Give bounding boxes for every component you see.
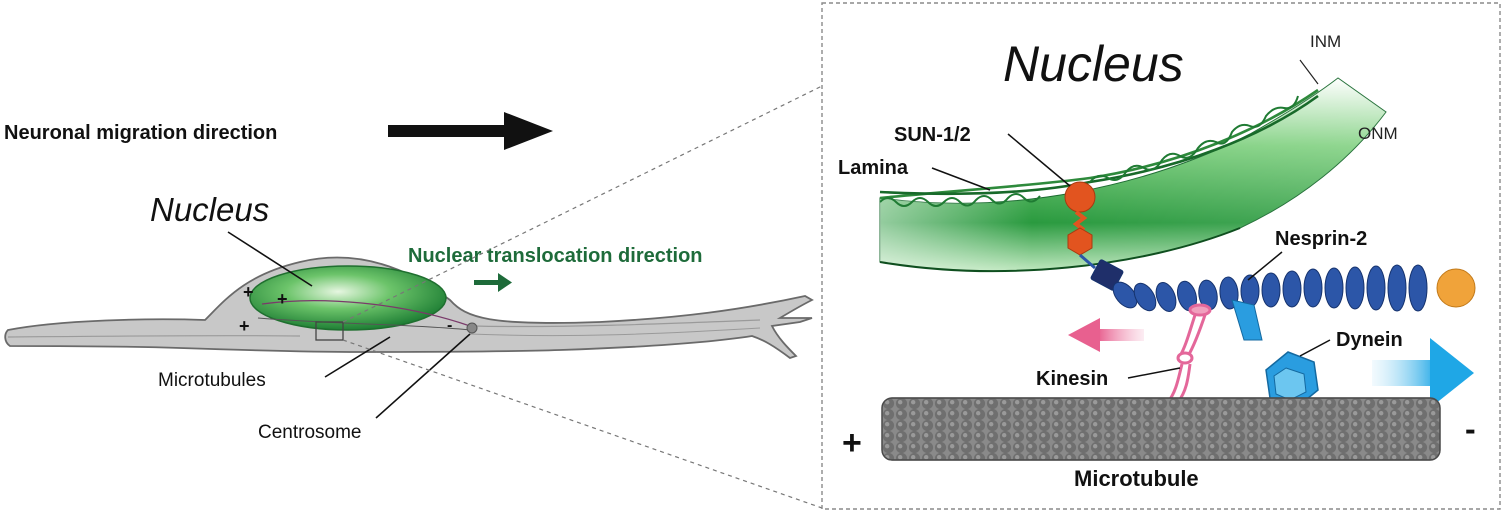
microtubule-label: Microtubule xyxy=(1074,466,1199,491)
migration-arrow xyxy=(388,112,553,150)
inset-nucleus-title: Nucleus xyxy=(1003,36,1184,92)
kinesin-label: Kinesin xyxy=(1036,368,1108,390)
inm-leader-line xyxy=(1299,59,1319,85)
lamina-label: Lamina xyxy=(838,157,909,179)
dynein-leader-line xyxy=(1299,339,1331,357)
inm-label: INM xyxy=(1310,32,1341,51)
nesprin-label: Nesprin-2 xyxy=(1275,228,1367,250)
nesprin-leader-line xyxy=(1247,251,1283,281)
microtubules-label: Microtubules xyxy=(158,370,266,391)
microtubule-minus-end: - xyxy=(1465,411,1476,447)
kinesin-leader-line xyxy=(1127,367,1181,379)
nucleus-shape xyxy=(249,265,447,331)
nesprin-chain xyxy=(1090,259,1428,312)
microtubule-plus-end: + xyxy=(842,424,862,462)
sun-label: SUN-1/2 xyxy=(894,124,971,146)
translocation-arrow xyxy=(474,273,512,292)
lamina-filament xyxy=(879,88,1319,207)
migration-direction-label: Neuronal migration direction xyxy=(4,122,277,144)
centrosome-label: Centrosome xyxy=(258,422,362,443)
sun-leader-line xyxy=(1007,133,1071,187)
inset-region-box xyxy=(315,321,344,341)
translocation-direction-label: Nuclear translocation direction xyxy=(408,245,703,267)
plus-sign: + xyxy=(277,289,288,309)
onm-label: ONM xyxy=(1358,124,1398,143)
nucleus-leader-line xyxy=(227,231,313,287)
nesprin-end-cap xyxy=(1436,268,1476,308)
plus-sign: + xyxy=(239,316,250,336)
left-panel: Neuronal migration direction + + + - Nuc… xyxy=(4,85,823,509)
microtubules-leader-line xyxy=(324,336,391,378)
kinesin-direction-arrow xyxy=(1068,318,1144,352)
minus-sign: - xyxy=(447,317,452,334)
centrosome-dot xyxy=(466,322,478,334)
nucleus-label: Nucleus xyxy=(150,191,269,228)
lamina-leader-line xyxy=(931,167,991,191)
inset-panel: Nucleus xyxy=(821,2,1501,510)
centrosome-leader-line xyxy=(375,333,471,419)
microtubule-filament xyxy=(881,397,1441,461)
zoom-line-top xyxy=(342,85,823,323)
plus-sign: + xyxy=(243,282,254,302)
sun-protein xyxy=(1064,181,1096,270)
dynein-direction-arrow xyxy=(1372,338,1474,408)
zoom-line-bottom xyxy=(342,339,823,509)
dynein-label: Dynein xyxy=(1336,329,1403,351)
